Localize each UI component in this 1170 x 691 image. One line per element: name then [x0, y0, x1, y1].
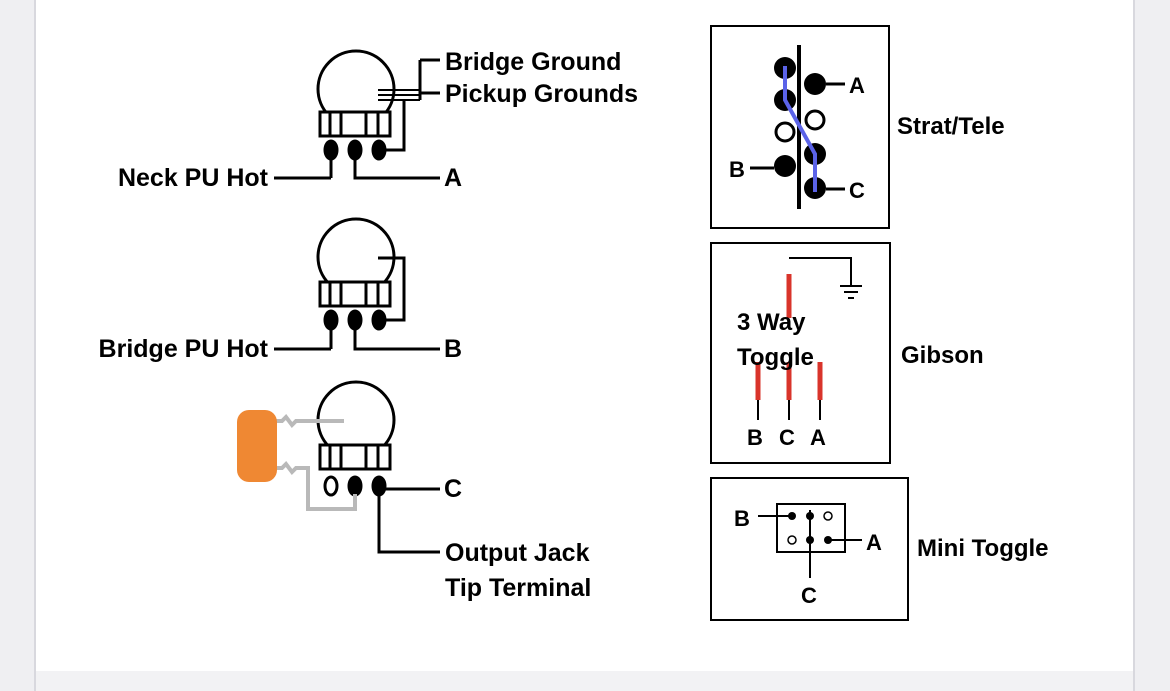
pickup-grounds-label: Pickup Grounds — [445, 80, 638, 108]
mini-toggle-switch — [710, 477, 909, 621]
strat-label-b: B — [729, 157, 745, 182]
mini-label-a: A — [866, 530, 882, 555]
page-panel — [36, 0, 1133, 691]
tone-capacitor — [237, 410, 357, 511]
gibson-terminal-a: A — [810, 425, 826, 450]
gibson-terminal-c: C — [779, 425, 795, 450]
tip-terminal-label: Tip Terminal — [445, 574, 591, 602]
mini-label-c: C — [801, 583, 817, 608]
bridge-pu-hot-label: Bridge PU Hot — [99, 335, 269, 363]
mini-toggle-title: Mini Toggle — [917, 535, 1049, 562]
mini-label-b: B — [734, 506, 750, 531]
gibson-title: Gibson — [901, 342, 984, 369]
bridge-ground-label: Bridge Ground — [445, 48, 621, 76]
neck-terminal-a-label: A — [444, 164, 462, 192]
tone-terminal-c-label: C — [444, 475, 462, 503]
gibson-inner-label-line2: Toggle — [737, 344, 814, 371]
neck-pu-hot-label: Neck PU Hot — [118, 164, 269, 192]
right-scroll-gutter — [1133, 0, 1170, 691]
tone-pot — [316, 380, 440, 554]
strat-label-c: C — [849, 178, 865, 203]
page-footer-band — [36, 671, 1133, 691]
neck-pot — [274, 49, 440, 180]
strat-tele-switch — [710, 25, 890, 229]
strat-label-a: A — [849, 73, 865, 98]
strat-tele-title: Strat/Tele — [897, 113, 1005, 140]
bridge-pot — [274, 217, 440, 351]
gibson-3way-switch — [710, 242, 891, 464]
left-gutter — [0, 0, 36, 691]
bridge-terminal-b-label: B — [444, 335, 462, 363]
gibson-inner-label-line1: 3 Way — [737, 309, 806, 336]
gibson-terminal-b: B — [747, 425, 763, 450]
output-jack-label: Output Jack — [445, 539, 590, 567]
